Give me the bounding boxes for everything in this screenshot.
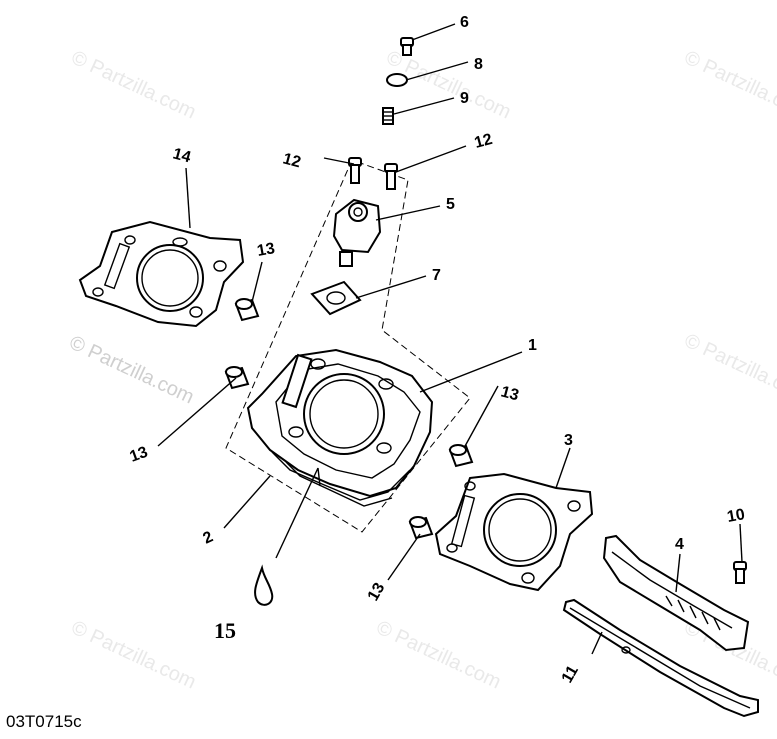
callout-13-top: 13	[256, 240, 277, 260]
callout-8: 8	[474, 56, 483, 73]
diagram-code: 03T0715c	[6, 712, 82, 731]
callout-10: 10	[726, 506, 747, 526]
callout-14: 14	[171, 145, 193, 166]
watermark-top-right: © Partzilla.com	[681, 47, 777, 124]
callout-12-left: 12	[281, 150, 303, 171]
part-5-tensioner	[332, 198, 382, 267]
callout-4: 4	[675, 536, 684, 553]
callout-13-bottom: 13	[365, 580, 389, 604]
leader-lines	[157, 23, 743, 655]
part-13-dowel-pin-a	[234, 298, 260, 322]
callout-2: 2	[201, 528, 216, 547]
callout-13-left: 13	[128, 444, 151, 466]
part-8-o-ring	[386, 73, 408, 87]
cylinder-assembly-dashed-outline	[225, 159, 471, 533]
part-3-base-gasket	[434, 472, 594, 592]
callout-12-right: 12	[473, 131, 495, 152]
part-14-head-gasket	[78, 220, 245, 328]
part-1-cylinder	[246, 348, 434, 507]
callout-11: 11	[559, 663, 582, 686]
part-10-bolt	[733, 561, 747, 584]
callout-3: 3	[564, 432, 573, 449]
callout-1: 1	[528, 337, 537, 354]
part-12-bolt-left	[348, 157, 362, 184]
callout-13-right: 13	[499, 383, 521, 404]
part-12-bolt-right	[384, 163, 398, 190]
watermark-bottom-left: © Partzilla.com	[68, 617, 199, 694]
watermark-bottom-center: © Partzilla.com	[373, 617, 504, 694]
callout-9: 9	[460, 90, 469, 107]
part-13-dowel-pin-b	[224, 366, 250, 390]
part-4-chain-guide	[602, 534, 750, 652]
callout-6: 6	[460, 14, 469, 31]
part-15-liquid-gasket-icon	[254, 564, 274, 606]
part-6-bolt	[400, 37, 414, 56]
callout-15: 15	[214, 618, 236, 643]
callout-labels: 6 8 9 12 12 5 7 14 13 13 13 13 1 2 3 4 1…	[128, 14, 747, 686]
part-9-spring	[382, 107, 394, 125]
watermark-mid-right: © Partzilla.com	[681, 330, 777, 407]
callout-7: 7	[432, 267, 441, 284]
watermark-top-left: © Partzilla.com	[68, 47, 199, 124]
part-7-gasket	[310, 280, 362, 316]
part-13-dowel-pin-c	[448, 444, 474, 468]
callout-5: 5	[446, 196, 455, 213]
part-11-guide-rail	[562, 598, 759, 718]
part-13-dowel-pin-d	[408, 516, 434, 540]
watermark-center-left: © Partzilla.com	[66, 332, 197, 409]
